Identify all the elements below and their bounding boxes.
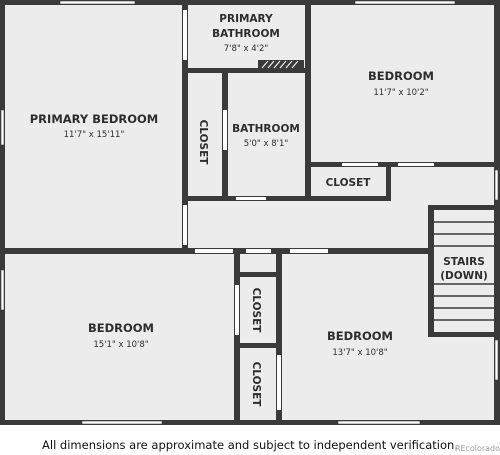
vanity-hatch [258,60,304,69]
closet-low-name: CLOSET [250,362,262,408]
closet-hall-name: CLOSET [326,177,372,189]
floor-plan: PRIMARY BEDROOM 11'7" x 15'11" PRIMARY B… [0,0,500,425]
bedroom-sw-dim: 15'1" x 10'8" [93,340,148,350]
watermark-text: REcolorado [454,444,500,453]
bedroom-ne-name: BEDROOM [368,69,434,83]
bedroom-ne-dim: 11'7" x 10'2" [373,88,428,98]
stairs-treads [434,221,494,321]
bathroom-dim: 5'0" x 8'1" [244,139,289,149]
disclaimer-text: All dimensions are approximate and subje… [42,438,458,452]
primary-bathroom-name-1: PRIMARY [219,13,273,25]
primary-bathroom-name-2: BATHROOM [212,28,280,40]
primary-bedroom-dim: 11'7" x 15'11" [64,130,125,140]
primary-bedroom-name: PRIMARY BEDROOM [30,112,158,126]
stairs-label-bg [436,252,494,280]
door-openings [183,10,434,410]
stairs-name-2: (DOWN) [440,270,488,282]
windows [0,0,499,425]
bedroom-se-name: BEDROOM [327,329,393,343]
bedroom-se-dim: 13'7" x 10'8" [332,348,387,358]
bedroom-sw-name: BEDROOM [88,321,154,335]
floor [4,4,494,424]
primary-bathroom-dim: 7'8" x 4'2" [224,44,269,54]
closet-vertical-top: CLOSET [197,120,209,166]
exterior-walls [0,0,500,425]
bathroom-name: BATHROOM [232,123,300,135]
closet-mid-name: CLOSET [250,288,262,334]
stairs-name-1: STAIRS [443,256,485,268]
